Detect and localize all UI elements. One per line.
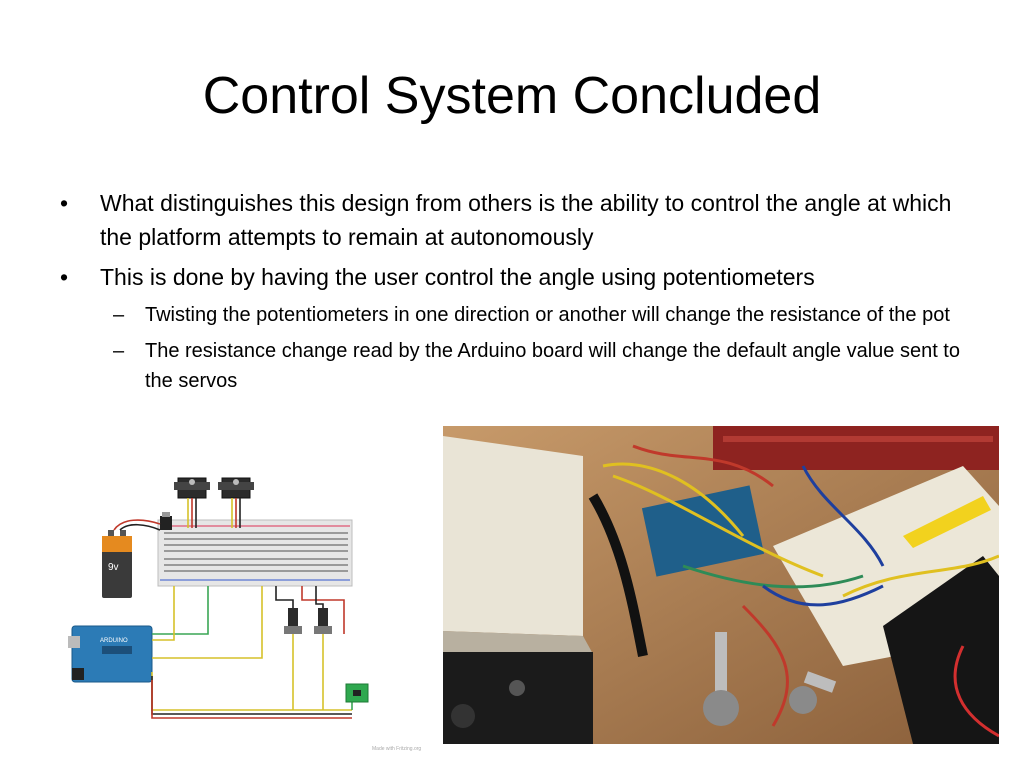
battery-label: 9v bbox=[108, 562, 119, 573]
arduino-board-photo bbox=[641, 485, 765, 577]
red-level-tool bbox=[713, 426, 999, 470]
bullet-marker: • bbox=[60, 264, 69, 290]
sub-bullet-item: – The resistance change read by the Ardu… bbox=[58, 336, 978, 396]
fritzing-credit: Made with Fritzing.org bbox=[372, 746, 421, 752]
potentiometer-photo-1 bbox=[703, 632, 739, 726]
voltage-regulator bbox=[160, 512, 172, 530]
slide-title: Control System Concluded bbox=[202, 67, 822, 125]
bullet-marker: • bbox=[60, 190, 69, 216]
servo-right bbox=[218, 477, 254, 499]
wooden-platform bbox=[443, 436, 583, 636]
servo-left bbox=[174, 477, 210, 499]
bullet-item: • This is done by having the user contro… bbox=[58, 260, 978, 294]
sub-bullet-marker: – bbox=[113, 304, 125, 326]
sub-bullet-marker: – bbox=[113, 340, 125, 362]
servo-mount bbox=[443, 652, 593, 744]
servo-cable bbox=[588, 493, 648, 657]
wiring-schematic: 9v ARDUINO Made with Fritzing.org bbox=[68, 477, 421, 752]
bullet-item: • What distinguishes this design from ot… bbox=[58, 186, 978, 254]
potentiometer-left bbox=[284, 608, 302, 634]
potentiometer-right bbox=[314, 608, 332, 634]
alligator-clip bbox=[903, 496, 991, 548]
battery-9v: 9v bbox=[102, 530, 132, 598]
sub-bullet-text: The resistance change read by the Arduin… bbox=[145, 340, 960, 392]
breadboard bbox=[157, 519, 353, 587]
sub-bullet-item: – Twisting the potentiometers in one dir… bbox=[58, 300, 978, 330]
bullet-text: What distinguishes this design from othe… bbox=[100, 190, 952, 250]
potentiometer-photo-2 bbox=[789, 671, 837, 714]
bullet-list: • What distinguishes this design from ot… bbox=[58, 186, 978, 402]
arduino-label: ARDUINO bbox=[100, 638, 128, 644]
hardware-photo bbox=[443, 426, 999, 744]
battery-pack bbox=[883, 556, 999, 744]
accelerometer-module bbox=[345, 683, 369, 703]
bullet-text: This is done by having the user control … bbox=[100, 264, 815, 290]
arduino-board: ARDUINO bbox=[68, 625, 153, 683]
sub-bullet-text: Twisting the potentiometers in one direc… bbox=[145, 304, 950, 326]
